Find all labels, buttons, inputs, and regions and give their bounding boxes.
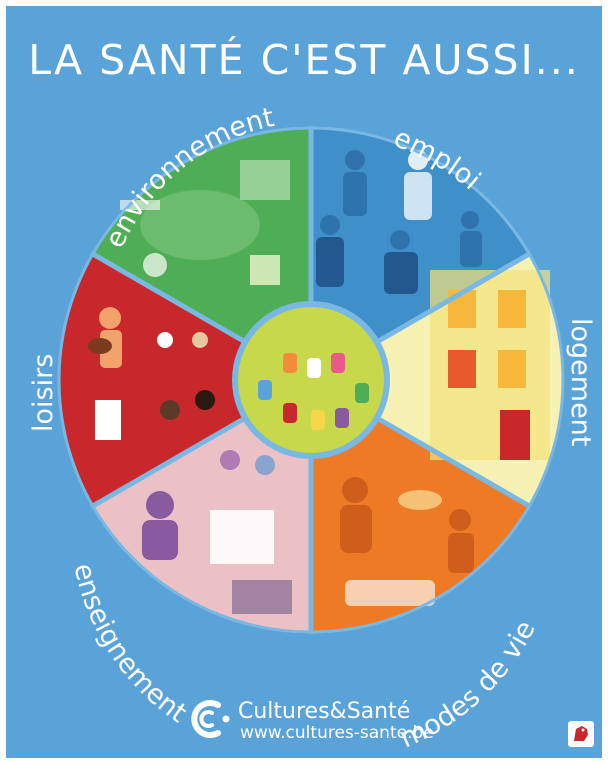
- cultures-sante-logo[interactable]: Cultures&Santé www.cultures-sante.be: [188, 697, 448, 747]
- segment-label-logement: logement: [565, 318, 596, 446]
- center-figures: [258, 353, 369, 430]
- modes-de-vie-illustration: [340, 477, 474, 606]
- sponsor-block: [508, 721, 598, 753]
- sponsor-rooster-icon: [568, 721, 594, 747]
- wheel-segment-enseignement: [92, 380, 311, 632]
- logo-name: Cultures&Santé: [238, 699, 411, 724]
- center-ring: [232, 301, 390, 459]
- segment-label-loisirs: loisirs: [28, 354, 59, 432]
- wheel-segment-loisirs: [59, 254, 312, 506]
- environnement-illustration: [120, 160, 290, 285]
- enseignement-illustration: [142, 450, 292, 614]
- logo-mark-icon: [191, 700, 230, 738]
- logo-url[interactable]: www.cultures-sante.be: [240, 723, 434, 743]
- loisirs-illustration: [88, 307, 215, 440]
- poster-title: LA SANTÉ C'EST AUSSI...: [28, 36, 580, 84]
- wheel-outline: [57, 126, 565, 634]
